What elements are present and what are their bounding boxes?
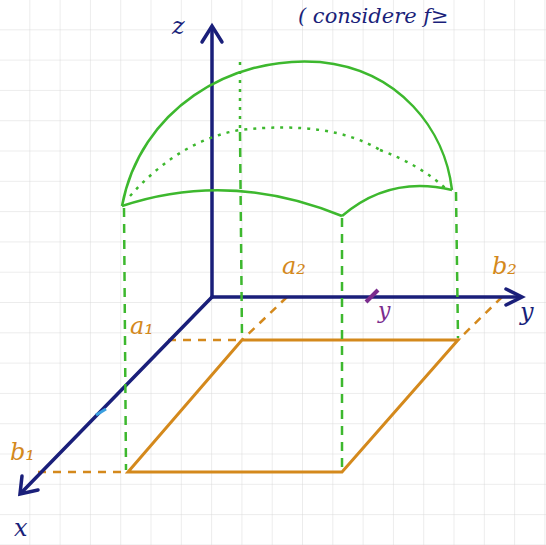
note-text: ( considere f≥ [298,6,449,27]
variable-label: y [378,300,390,322]
bound-label: b₁ [10,440,35,464]
surface [122,61,458,470]
axes [20,26,522,494]
axis-label: x [14,516,28,540]
guide-lines [38,297,502,472]
axis-label: z [172,14,185,38]
x-tick [96,409,106,415]
y-tick [366,290,378,302]
axis-label: y [520,300,534,324]
domain-rectangle [128,340,458,472]
bound-label: b₂ [492,254,517,278]
bound-label: a₁ [130,314,154,338]
bound-label: a₂ [282,254,306,278]
